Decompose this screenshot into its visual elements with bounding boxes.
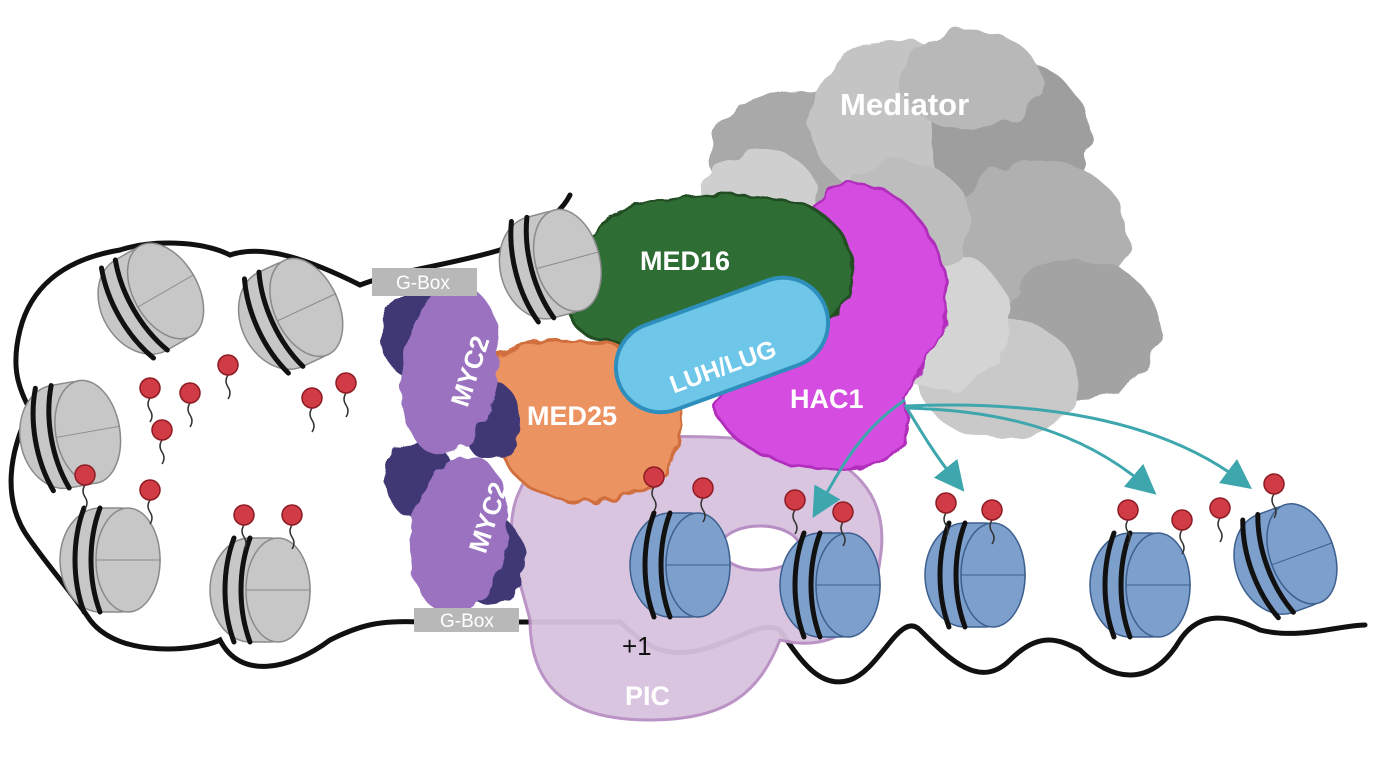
- nucleosome-11: [1233, 503, 1338, 621]
- acetyl-mark: [301, 387, 323, 433]
- nucleosome-8: [779, 530, 881, 640]
- arrow-to-nucleosome-2: [812, 398, 906, 519]
- g-box-top: [372, 268, 477, 296]
- nucleosome-10: [1089, 530, 1191, 640]
- acetyl-mark: [1117, 499, 1139, 545]
- acetyl-mark: [74, 464, 96, 510]
- mediator-label: Mediator: [840, 87, 969, 122]
- acetyl-mark: [139, 479, 161, 525]
- acetyl-mark: [1263, 473, 1285, 519]
- nucleosome-6: [498, 208, 602, 325]
- nucleosome-2: [237, 257, 344, 376]
- pic-label: PIC: [625, 681, 670, 711]
- arrow-to-nucleosome-3: [903, 404, 965, 492]
- acetyl-mark: [335, 372, 357, 418]
- med16-label: MED16: [640, 246, 730, 276]
- acetyl-mark: [281, 504, 303, 550]
- g-box-bottom-label: G-Box: [440, 611, 494, 632]
- acetyl-mark: [1171, 509, 1193, 555]
- arrow-to-nucleosome-4: [904, 406, 1157, 495]
- g-box-top-label: G-Box: [396, 273, 450, 294]
- acetyl-mark: [692, 477, 714, 523]
- acetyl-mark: [217, 354, 239, 400]
- acetyl-mark: [1209, 497, 1231, 543]
- nucleosome-9: [924, 520, 1026, 630]
- acetyl-mark: [981, 499, 1003, 545]
- acetyl-mark: [784, 489, 806, 535]
- med25-label: MED25: [527, 401, 617, 431]
- dna-strand: [8, 192, 1368, 685]
- acetyl-mark: [179, 382, 201, 428]
- luh-lug-protein: [613, 275, 831, 415]
- nucleosome-7: [629, 510, 731, 620]
- g-box-bottom: [414, 608, 519, 632]
- plus-one-label: +1: [622, 631, 652, 661]
- acetyl-mark: [643, 466, 665, 512]
- acetyl-mark: [233, 504, 255, 550]
- acetyl-mark-group: [74, 354, 1285, 555]
- nucleosome-group: [18, 208, 1338, 645]
- arrow-to-nucleosome-5: [904, 403, 1253, 489]
- acetyl-mark: [139, 377, 161, 423]
- myc2-dimer: [380, 285, 525, 615]
- acetyl-mark: [151, 419, 173, 465]
- nucleosome-3: [18, 379, 122, 494]
- nucleosome-5: [209, 535, 311, 645]
- nucleosome-4: [59, 505, 161, 615]
- nucleosome-1: [97, 242, 205, 361]
- acetyl-mark: [935, 492, 957, 538]
- hac1-label: HAC1: [790, 384, 864, 414]
- acetylation-arrows: [812, 398, 1253, 519]
